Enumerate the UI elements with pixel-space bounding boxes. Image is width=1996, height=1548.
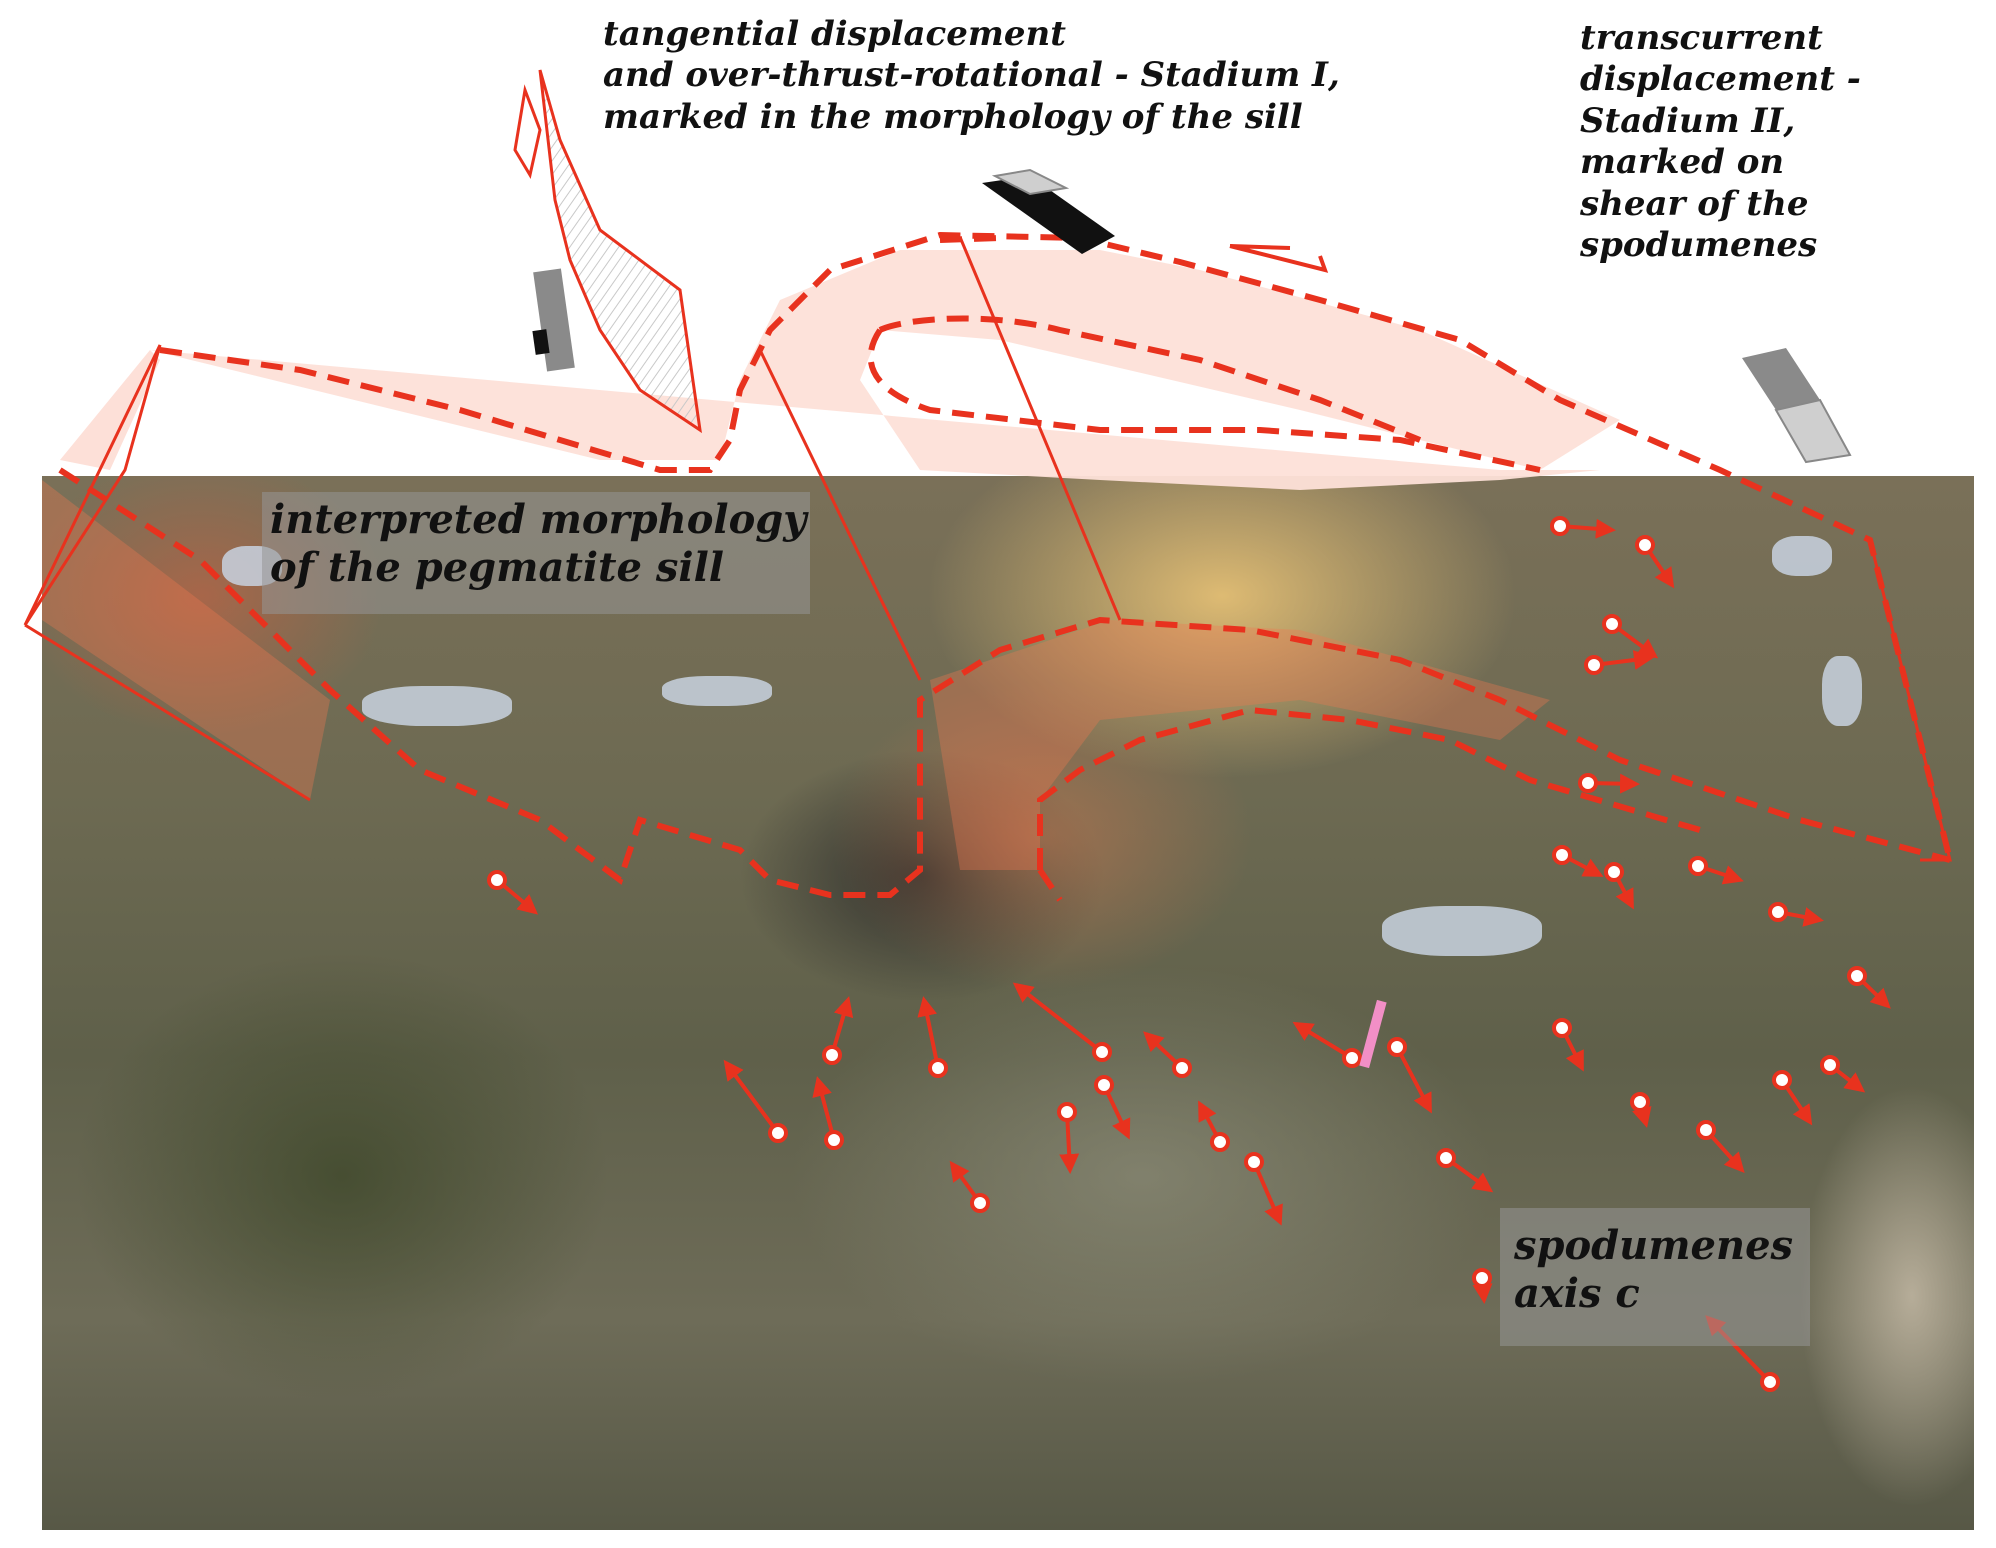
sill-left-panel — [60, 350, 160, 470]
caption-line: and over-thrust-rotational - Stadium I, — [603, 55, 1340, 96]
shear-block-hatched — [538, 69, 702, 434]
spodumene-point — [1436, 1148, 1456, 1168]
label-line: interpreted morphology — [270, 496, 807, 543]
caption-line: marked on — [1580, 142, 1785, 183]
sill-fill — [150, 250, 1620, 490]
water-pool — [362, 686, 512, 726]
axis-arrow — [1292, 1021, 1354, 1060]
spodumene-point — [1820, 1055, 1840, 1075]
spodumene-point — [1244, 1152, 1264, 1172]
spodumene-point — [1688, 856, 1708, 876]
label-line: spodumenes — [1514, 1222, 1794, 1269]
spodumene-point — [1604, 862, 1624, 882]
black-block-icon — [982, 176, 1115, 254]
construction-lines — [23, 236, 1952, 862]
caption-line: displacement - — [1580, 59, 1861, 100]
stadium-2-caption: transcurrent displacement - Stadium II, … — [1580, 18, 1861, 267]
scale-pen-icon — [1359, 999, 1387, 1069]
water-pool — [662, 676, 772, 706]
spodumene-point — [1772, 1070, 1792, 1090]
axis-arrow — [1395, 1046, 1432, 1114]
sill-panel-left-overlay — [42, 480, 330, 800]
caption-line: shear of the — [1580, 183, 1809, 224]
axis-arrow — [917, 996, 940, 1069]
spodumene-axis-label: spodumenes axis c — [1500, 1208, 1810, 1346]
light-rhomb-icon — [1774, 398, 1852, 464]
spodumene-point — [1472, 1268, 1492, 1288]
spodumene-point — [1092, 1042, 1112, 1062]
caption-line: marked in the morphology of the sill — [603, 96, 1303, 137]
stadium-1-caption: tangential displacement and over-thrust-… — [603, 14, 1340, 138]
spodumene-point — [1172, 1058, 1192, 1078]
spodumene-point — [1760, 1372, 1780, 1392]
water-pool — [1822, 656, 1862, 726]
grey-rhomb-icon — [1742, 348, 1820, 410]
water-pool — [1772, 536, 1832, 576]
half-arrow-icon — [1229, 244, 1329, 273]
grey-block-top-icon — [991, 168, 1070, 196]
water-pool — [1382, 906, 1542, 956]
spodumene-point — [1552, 845, 1572, 865]
spodumene-point — [768, 1123, 788, 1143]
spodumene-point — [1387, 1037, 1407, 1057]
spodumene-point — [1552, 1018, 1572, 1038]
spodumene-point — [1602, 614, 1622, 634]
spodumene-point — [824, 1130, 844, 1150]
spodumene-point — [1630, 1092, 1650, 1112]
spodumene-point — [1578, 773, 1598, 793]
axis-arrow — [812, 1076, 836, 1141]
label-line: of the pegmatite sill — [270, 544, 725, 591]
spodumene-point — [1550, 516, 1570, 536]
spodumene-point — [1210, 1132, 1230, 1152]
axis-arrow — [1012, 982, 1104, 1054]
spodumene-point — [1057, 1102, 1077, 1122]
sill-dashed-outline — [58, 231, 1953, 902]
spodumene-point — [970, 1193, 990, 1213]
caption-line: transcurrent — [1580, 18, 1823, 58]
spodumene-point — [487, 870, 507, 890]
label-line: axis c — [1514, 1270, 1640, 1317]
spodumene-point — [1768, 902, 1788, 922]
spodumene-point — [1847, 966, 1867, 986]
spodumene-point — [928, 1058, 948, 1078]
caption-line: spodumenes — [1580, 225, 1818, 266]
spodumene-point — [1696, 1120, 1716, 1140]
spodumene-point — [1342, 1048, 1362, 1068]
axis-arrow — [1252, 1161, 1283, 1226]
spodumene-point — [1635, 535, 1655, 555]
spodumene-point — [1584, 655, 1604, 675]
sill-panel-mid-overlay — [930, 620, 1550, 870]
caption-line: tangential displacement — [603, 14, 1066, 54]
spodumene-point — [822, 1045, 842, 1065]
axis-arrow — [723, 1059, 780, 1135]
caption-line: Stadium II, — [1580, 100, 1796, 141]
spodumene-point — [1094, 1075, 1114, 1095]
black-prism-icon — [532, 329, 550, 355]
shear-arrow-icon — [513, 84, 542, 179]
sill-morphology-label: interpreted morphology of the pegmatite … — [262, 492, 810, 614]
